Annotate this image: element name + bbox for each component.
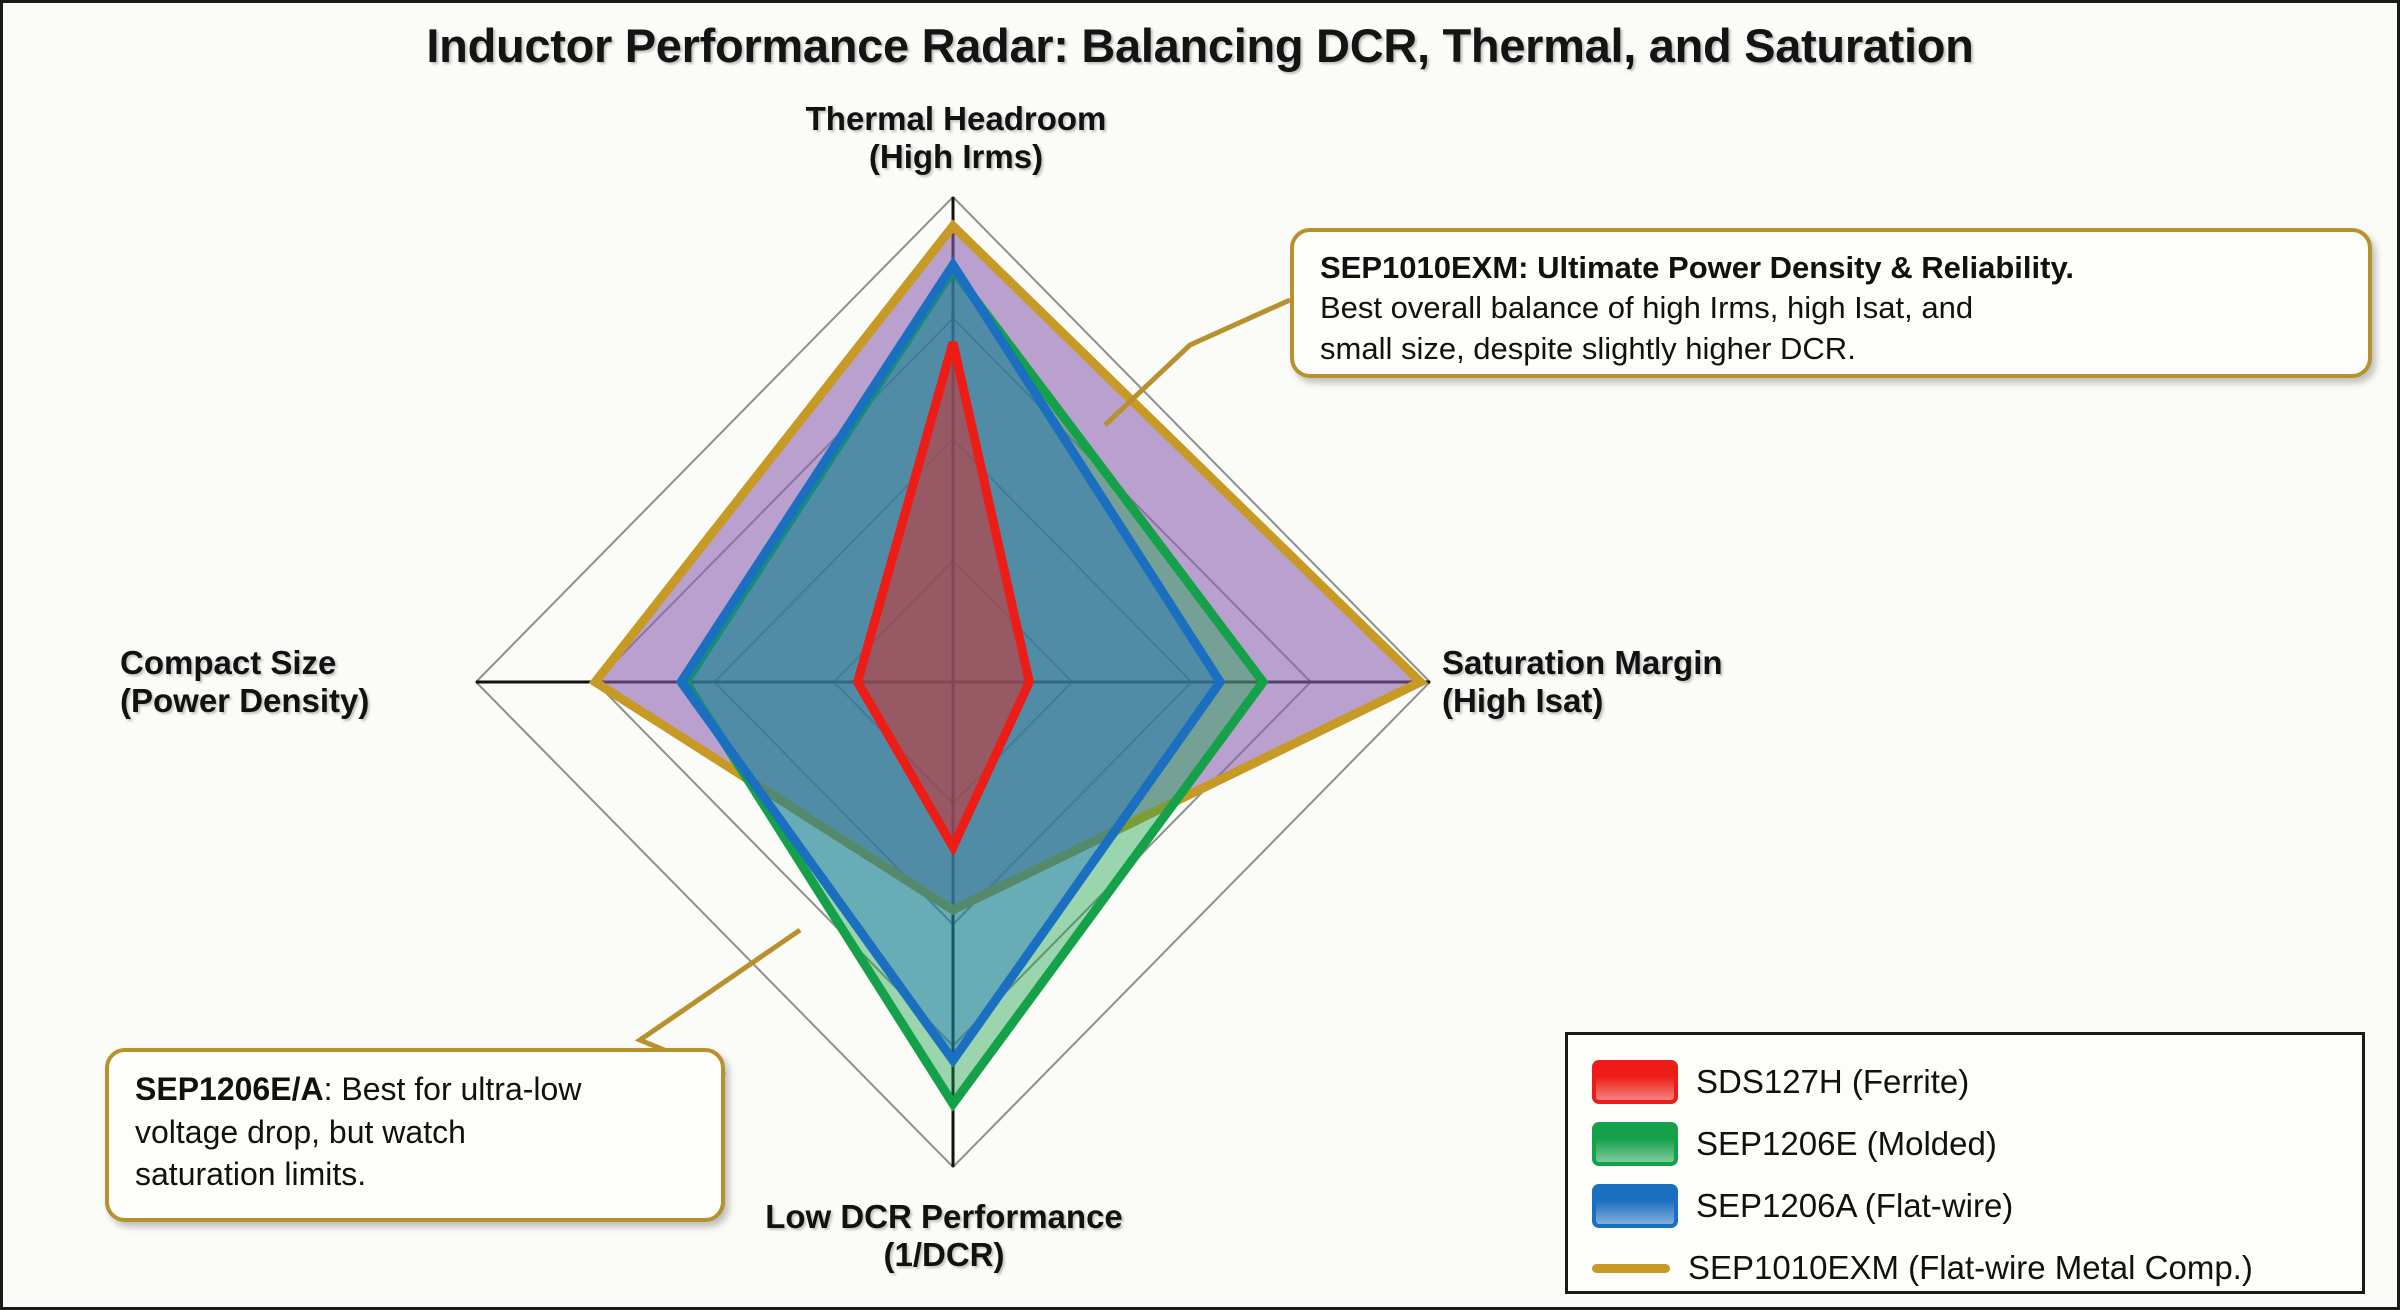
radar-series-outline [852,341,1035,857]
annotation-callout-sep1010exm: SEP1010EXM: Ultimate Power Density & Rel… [1290,228,2372,378]
annotation-sep1010exm-headline: SEP1010EXM: Ultimate Power Density & Rel… [1320,250,2075,285]
radar-series-fill [681,264,1221,1061]
axis-label-thermal-line2: (High Irms) [868,138,1044,176]
annotation-sep1206ea-headline: SEP1206E/A [135,1071,324,1107]
annotation-sep1206ea-headline-rest: : Best for ultra-low [323,1071,582,1107]
axis-label-low-dcr: Low DCR Performance (1/DCR) [724,1198,1164,1275]
annotation-sep1010exm-line2: Best overall balance of high Irms, high … [1320,290,1974,326]
axis-label-compact-size: Compact Size (Power Density) [120,644,480,721]
legend-swatch-icon [1592,1060,1678,1104]
annotation-sep1010exm-line3: small size, despite slightly higher DCR. [1320,330,1856,366]
legend-label: SEP1206E (Molded) [1696,1125,1997,1162]
radar-series-0 [852,341,1035,857]
legend: SDS127H (Ferrite) SEP1206E (Molded) SEP120… [1565,1032,2365,1294]
annotation-sep1206ea-line3: saturation limits. [135,1156,367,1193]
radar-series-outline [588,219,1429,916]
legend-swatch-icon [1592,1122,1678,1166]
axis-label-compact-size-line1: Compact Size [120,644,337,681]
axis-label-low-dcr-line1: Low DCR Performance [765,1198,1123,1235]
radar-series-outline [675,256,1226,1069]
legend-item[interactable]: SEP1010EXM (Flat-wire Metal Comp.) [1592,1237,2362,1299]
axis-label-low-dcr-line2: (1/DCR) [883,1236,1005,1274]
axis-label-thermal-line1: Thermal Headroom [805,100,1107,137]
legend-swatch-icon [1592,1184,1678,1228]
annotation-sep1206ea-line2: voltage drop, but watch [135,1113,466,1150]
radar-series-layer [588,219,1429,1112]
legend-item[interactable]: SDS127H (Ferrite) [1592,1051,2362,1113]
legend-item[interactable]: SEP1206A (Flat-wire) [1592,1175,2362,1237]
axis-label-saturation-line2: (High Isat) [1442,682,1604,720]
legend-label: SEP1010EXM (Flat-wire Metal Comp.) [1688,1249,2253,1286]
page-title: Inductor Performance Radar: Balancing DC… [426,19,1974,72]
annotation-callout-sep1206ea: SEP1206E/A: Best for ultra-low voltage d… [105,1048,725,1222]
axis-label-thermal: Thermal Headroom (High Irms) [766,100,1146,177]
leader-line-sep1010exm [1103,297,1292,427]
legend-swatch-icon [1592,1263,1670,1273]
axis-label-compact-size-line2: (Power Density) [120,682,370,720]
legend-label: SDS127H (Ferrite) [1696,1063,1970,1100]
radar-series-2 [675,256,1226,1069]
legend-item[interactable]: SEP1206E (Molded) [1592,1113,2362,1175]
annotation-sep1206ea-line1: SEP1206E/A: Best for ultra-low [135,1068,695,1111]
axis-label-saturation: Saturation Margin (High Isat) [1442,644,1822,721]
radar-series-fill [857,342,1030,847]
axis-label-saturation-line1: Saturation Margin [1442,644,1723,681]
legend-label: SEP1206A (Flat-wire) [1696,1187,2014,1224]
